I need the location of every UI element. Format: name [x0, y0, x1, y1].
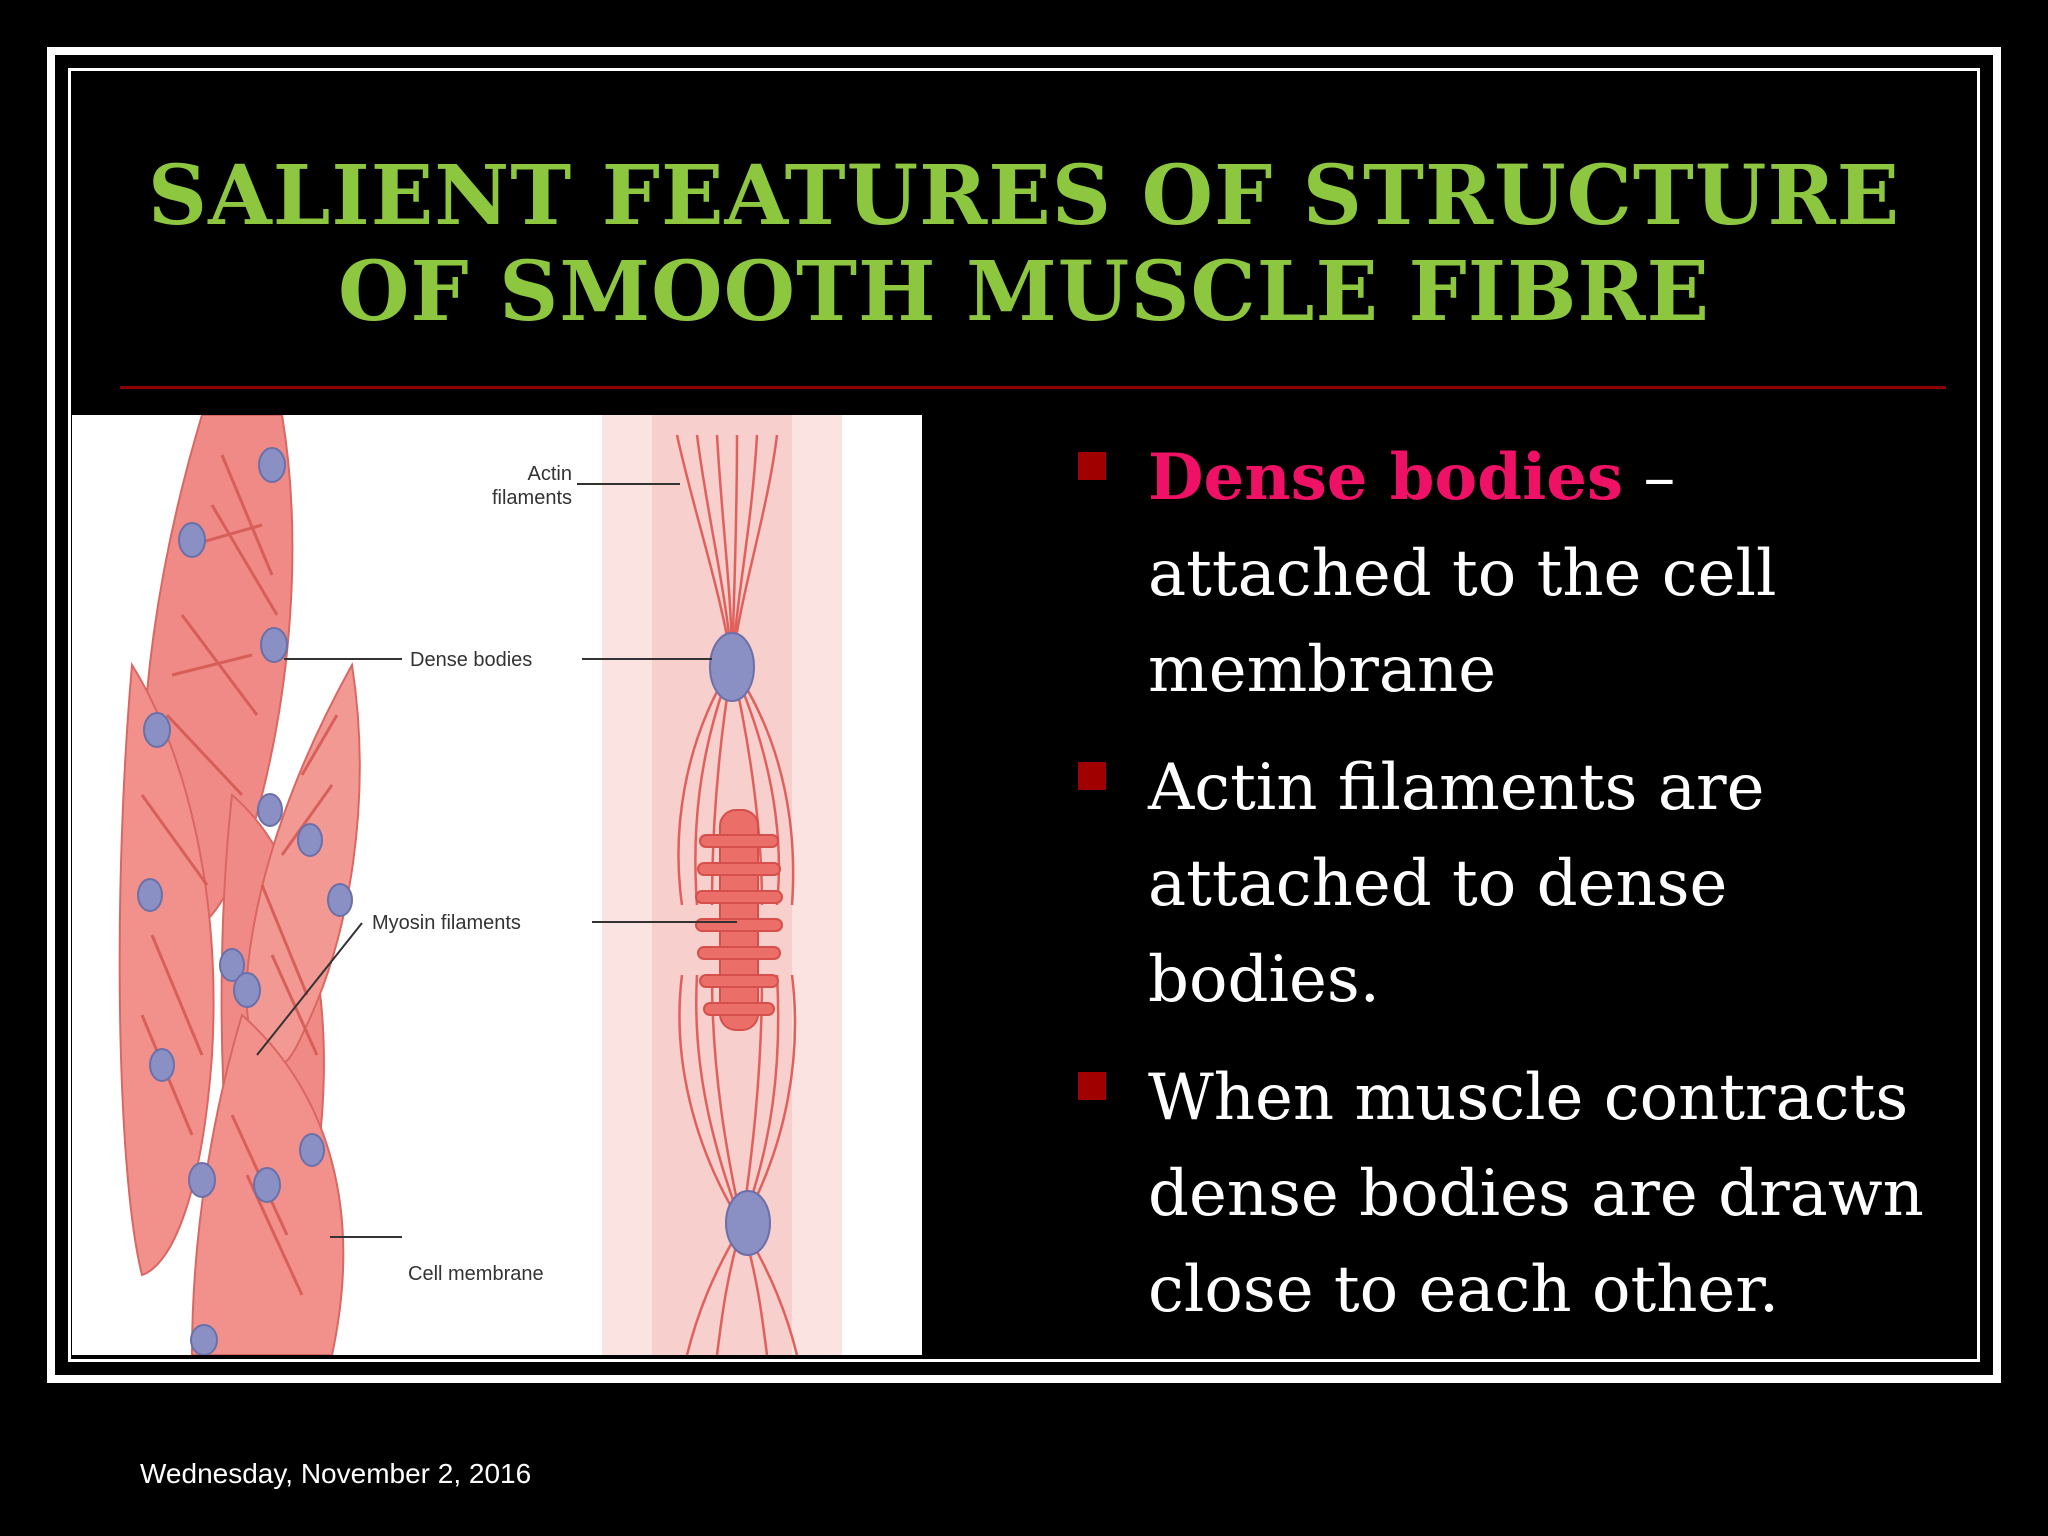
- title-line-2: OF SMOOTH MUSCLE FIBRE: [337, 244, 1711, 340]
- single-fibre: [602, 415, 842, 1355]
- dense-body: [709, 632, 755, 702]
- label-cell-membrane: Cell membrane: [408, 1263, 544, 1285]
- slide-title: SALIENT FEATURES OF STRUCTURE OF SMOOTH …: [120, 148, 1928, 340]
- footer-date: Wednesday, November 2, 2016: [140, 1458, 532, 1489]
- myosin-filament: [695, 809, 783, 1031]
- square-bullet-icon: [1078, 762, 1106, 790]
- square-bullet-icon: [1078, 1072, 1106, 1100]
- bullet-item: When muscle contracts dense bodies are d…: [1070, 1050, 1990, 1338]
- label-actin-line1: Actin: [528, 463, 572, 485]
- bullet-text: Actin filaments are attached to dense bo…: [1148, 751, 1765, 1017]
- smooth-muscle-diagram: Actin filaments Dense bodies Myosin fila…: [72, 415, 922, 1355]
- dense-body: [725, 1190, 771, 1256]
- label-dense-bodies: Dense bodies: [410, 649, 532, 671]
- title-divider: [120, 386, 1946, 389]
- diagram-svg: Actin filaments Dense bodies Myosin fila…: [118, 415, 842, 1355]
- square-bullet-icon: [1078, 452, 1106, 480]
- label-actin-line2: filaments: [492, 487, 572, 509]
- bullet-text: When muscle contracts dense bodies are d…: [1148, 1061, 1924, 1327]
- bullet-item: Dense bodies – attached to the cell memb…: [1070, 430, 1990, 718]
- bullet-list: Dense bodies – attached to the cell memb…: [1070, 430, 1990, 1360]
- label-myosin-filaments: Myosin filaments: [372, 912, 521, 934]
- title-line-1: SALIENT FEATURES OF STRUCTURE: [147, 148, 1901, 244]
- bullet-text: – attached to the cell membrane: [1148, 441, 1777, 707]
- bullet-item: Actin filaments are attached to dense bo…: [1070, 740, 1990, 1028]
- slide-inner-border: [68, 68, 1980, 1362]
- bullet-highlight: Dense bodies: [1148, 440, 1624, 515]
- slide-outer-border: [47, 47, 2001, 1383]
- cell-cluster: [118, 415, 361, 1355]
